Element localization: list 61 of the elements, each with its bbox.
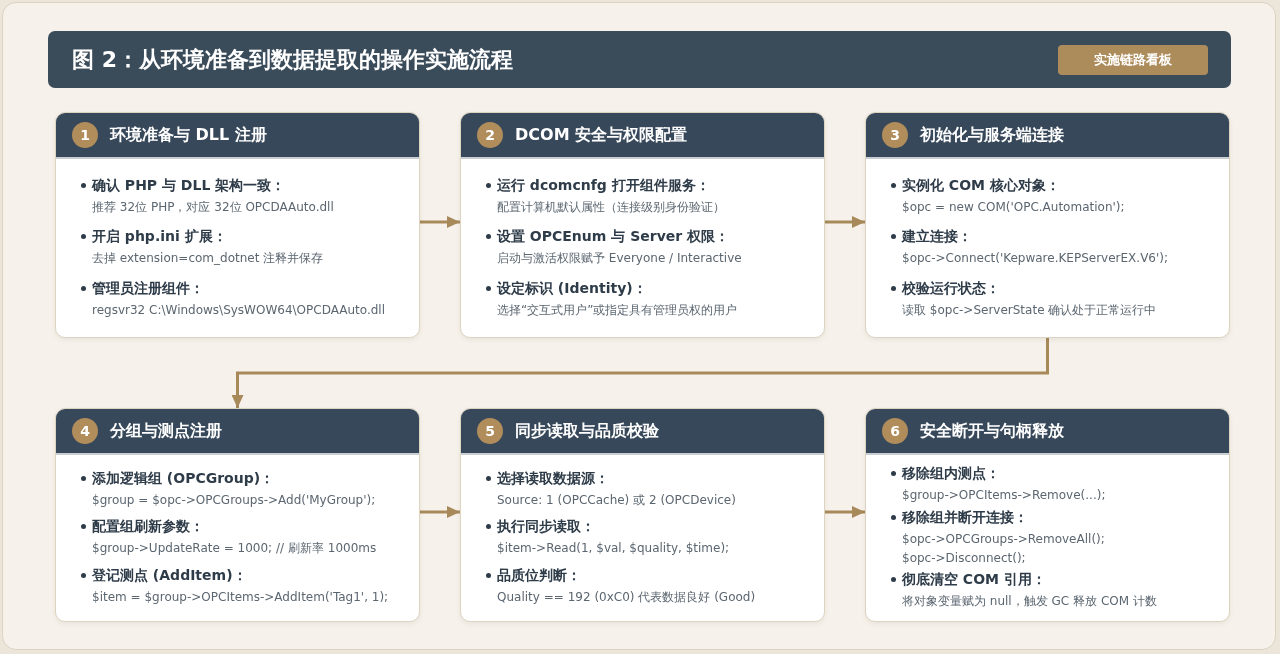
step-card <box>865 112 1230 338</box>
item-heading: 执行同步读取： <box>497 517 596 536</box>
item-detail: 配置计算机默认属性（连接级别身份验证） <box>497 198 726 216</box>
arrow <box>825 506 865 518</box>
step-card <box>865 408 1230 622</box>
step-title: 安全断开与句柄释放 <box>920 420 1064 442</box>
item-detail: $opc = new COM('OPC.Automation'); <box>902 198 1126 216</box>
item-heading: 确认 PHP 与 DLL 架构一致： <box>92 175 287 195</box>
step-title: 分组与测点注册 <box>110 420 222 442</box>
number-badge: 2 <box>477 122 503 148</box>
step-title: 初始化与服务端连接 <box>920 124 1064 146</box>
item-detail: $group->UpdateRate = 1000; // 刷新率 1000ms <box>92 540 378 557</box>
item-detail: 读取 $opc->ServerState 确认处于正常运行中 <box>902 301 1158 319</box>
item-heading: 设置 OPCEnum 与 Server 权限： <box>497 227 731 246</box>
item-detail: $group->OPCItems->Remove(...); <box>902 486 1107 504</box>
step-title: DCOM 安全与权限配置 <box>515 124 688 146</box>
item-heading: 实例化 COM 核心对象： <box>902 175 1061 195</box>
item-detail: 将对象变量赋为 null，触发 GC 释放 COM 计数 <box>902 593 1158 611</box>
number-badge: 6 <box>882 418 908 444</box>
arrow <box>420 216 460 228</box>
number-badge: 5 <box>477 418 503 444</box>
arrow <box>231 338 1049 408</box>
item-heading: 管理员注册组件： <box>92 278 205 298</box>
number-badge: 4 <box>72 418 98 444</box>
item-detail: $opc->Connect('Kepware.KEPServerEX.V6'); <box>902 250 1169 267</box>
item-heading: 彻底清空 COM 引用： <box>902 570 1047 590</box>
step-card <box>55 112 420 338</box>
item-detail: $opc->OPCGroups->RemoveAll(); $opc->Disconnect(); <box>902 530 1106 567</box>
item-heading: 登记测点 (AddItem)： <box>92 565 248 585</box>
diagram-title: 图 2：从环境准备到数据提取的操作实施流程 <box>72 46 513 74</box>
item-detail: 去掉 extension=com_dotnet 注释并保存 <box>92 250 325 267</box>
item-heading: 移除组并断开连接： <box>902 507 1029 527</box>
item-detail: 启动与激活权限赋予 Everyone / Interactive <box>497 250 743 267</box>
step-card <box>460 112 825 338</box>
step-card <box>55 408 420 622</box>
item-detail: 选择“交互式用户”或指定具有管理员权的用户 <box>497 301 739 319</box>
item-heading: 移除组内测点： <box>902 463 1001 483</box>
item-heading: 设定标识 (Identity)： <box>497 278 648 298</box>
item-detail: regsvr32 C:\Windows\SysWOW64\OPCDAAuto.dll <box>92 301 386 319</box>
number-badge: 3 <box>882 122 908 148</box>
tag-badge: 实施链路看板 <box>1058 45 1208 75</box>
item-detail: $item->Read(1, $val, $quality, $time); <box>497 540 731 557</box>
step-card <box>460 408 825 622</box>
step-title: 环境准备与 DLL 注册 <box>110 124 267 146</box>
item-heading: 运行 dcomcnfg 打开组件服务： <box>497 175 711 195</box>
arrow <box>420 506 460 518</box>
item-heading: 开启 php.ini 扩展： <box>92 227 228 246</box>
item-heading: 校验运行状态： <box>902 278 1001 298</box>
item-detail: Quality == 192 (0xC0) 代表数据良好 (Good) <box>497 588 757 606</box>
item-detail: Source: 1 (OPCCache) 或 2 (OPCDevice) <box>497 491 737 509</box>
item-heading: 品质位判断： <box>497 565 582 585</box>
step-title: 同步读取与品质校验 <box>515 420 659 442</box>
item-heading: 选择读取数据源： <box>497 468 610 488</box>
number-badge: 1 <box>72 122 98 148</box>
item-heading: 配置组刷新参数： <box>92 517 205 536</box>
item-detail: 推荐 32位 PHP，对应 32位 OPCDAAuto.dll <box>92 198 335 216</box>
item-heading: 建立连接： <box>902 227 973 246</box>
item-detail: $group = $opc->OPCGroups->Add('MyGroup'); <box>92 491 377 509</box>
item-detail: $item = $group->OPCItems->AddItem('Tag1', 1); <box>92 588 390 606</box>
item-heading: 添加逻辑组 (OPCGroup)： <box>92 468 276 488</box>
arrow <box>825 216 865 228</box>
